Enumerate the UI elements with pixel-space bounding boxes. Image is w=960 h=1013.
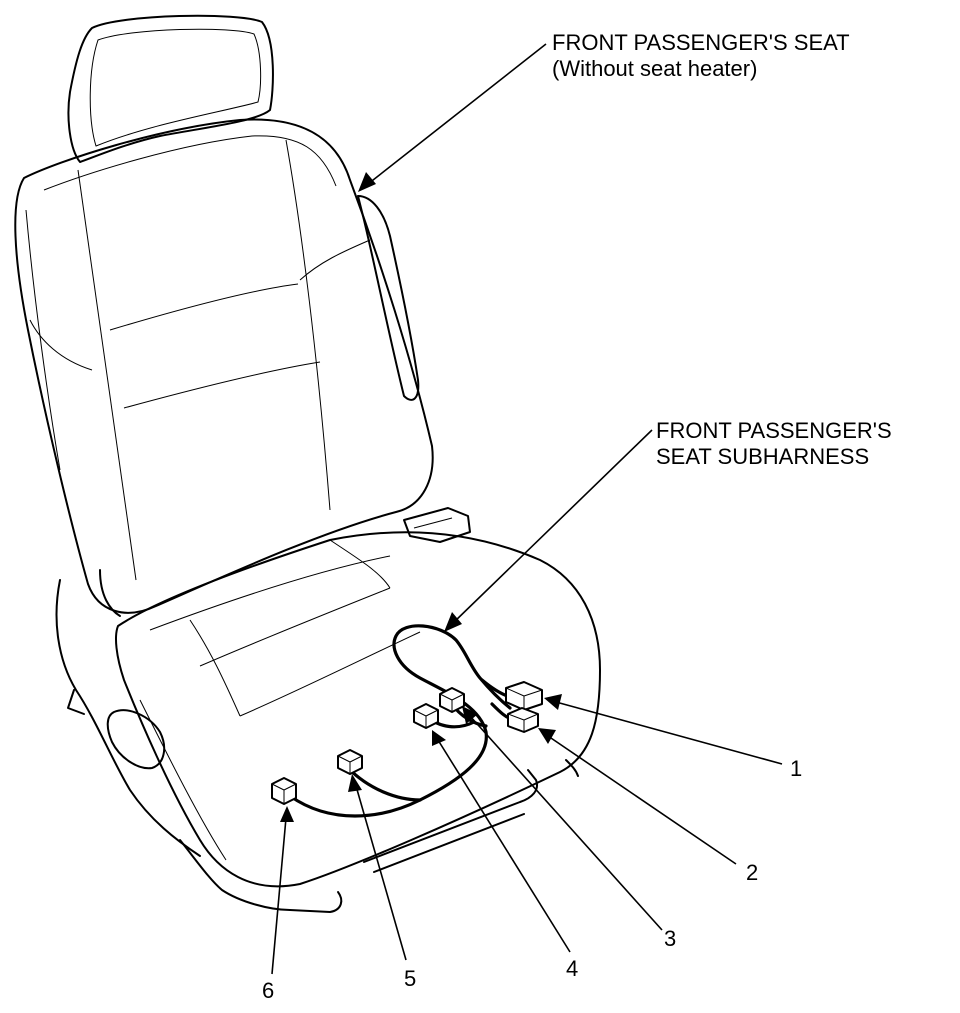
connector-3 xyxy=(439,687,465,713)
subharness-label-line2: SEAT SUBHARNESS xyxy=(656,444,870,469)
connector-5 xyxy=(337,749,363,775)
seat-cushion xyxy=(115,531,601,888)
callout-4-pointer xyxy=(432,730,571,953)
seat-label: FRONT PASSENGER'S SEAT (Without seat hea… xyxy=(552,30,850,82)
callout-5: 5 xyxy=(404,966,417,991)
callout-5-pointer xyxy=(348,774,407,961)
subharness-label-line1: FRONT PASSENGER'S xyxy=(656,418,892,443)
callout-1: 1 xyxy=(790,756,803,781)
connector-1 xyxy=(505,681,543,711)
callout-1-pointer xyxy=(544,694,783,765)
seat-back xyxy=(14,118,434,614)
recliner-bracket xyxy=(403,507,471,543)
callout-2: 2 xyxy=(746,860,759,885)
subharness-pointer xyxy=(444,429,653,632)
callout-4: 4 xyxy=(566,956,579,981)
seat-label-line2: (Without seat heater) xyxy=(552,56,758,81)
connector-2 xyxy=(507,707,539,733)
callout-2-pointer xyxy=(538,728,737,865)
connector-4 xyxy=(413,703,439,729)
connector-6 xyxy=(271,777,297,805)
callout-3-pointer xyxy=(462,706,663,931)
seat-label-line1: FRONT PASSENGER'S SEAT xyxy=(552,30,850,55)
seat-pointer xyxy=(358,43,547,192)
subharness-label: FRONT PASSENGER'S SEAT SUBHARNESS xyxy=(656,418,892,470)
subharness-wire xyxy=(288,624,516,818)
seat-frame xyxy=(55,569,579,913)
headrest xyxy=(67,14,274,163)
callout-6-pointer xyxy=(271,806,294,975)
callout-3: 3 xyxy=(664,926,677,951)
callout-6: 6 xyxy=(262,978,275,1003)
